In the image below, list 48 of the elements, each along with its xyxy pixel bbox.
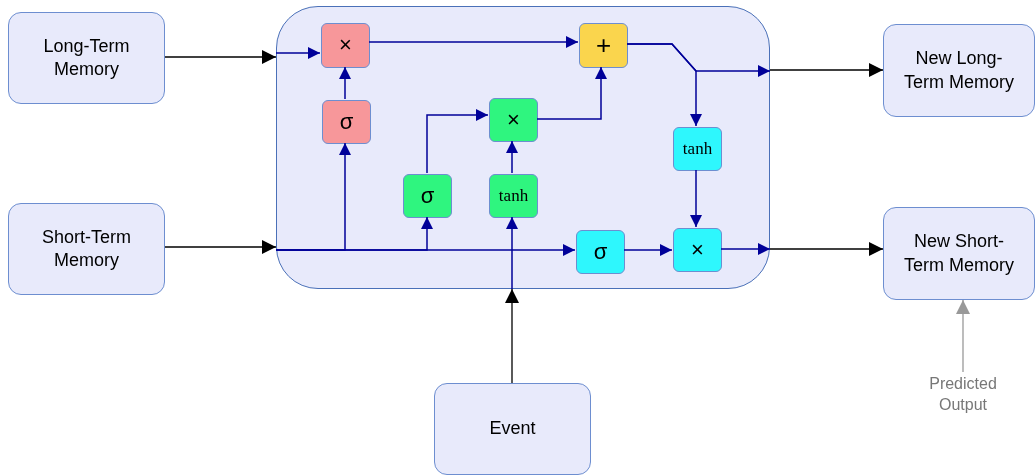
operator-symbol: × bbox=[691, 235, 704, 264]
arrow bbox=[623, 244, 673, 256]
operation-box bbox=[673, 127, 722, 171]
arrow bbox=[690, 169, 702, 228]
arrow bbox=[164, 240, 277, 254]
arrow bbox=[720, 243, 771, 255]
arrow bbox=[426, 109, 489, 174]
operator-symbol: σ bbox=[593, 237, 608, 266]
arrow bbox=[769, 63, 884, 77]
node-label: Event bbox=[489, 417, 536, 441]
operator-symbol: σ bbox=[339, 107, 354, 136]
operator-symbol: × bbox=[339, 31, 352, 60]
arrow bbox=[368, 36, 579, 48]
operation-box bbox=[579, 23, 628, 68]
operator-symbol: tanh bbox=[498, 184, 529, 207]
arrow bbox=[339, 66, 351, 100]
operator-symbol: + bbox=[595, 28, 612, 62]
arrow bbox=[505, 288, 519, 384]
cell-box bbox=[276, 6, 770, 289]
operator-symbol: × bbox=[507, 105, 520, 134]
operation-box bbox=[321, 23, 370, 68]
node-label: Long-Term Memory bbox=[42, 34, 131, 81]
arrow bbox=[536, 66, 607, 120]
operation-box bbox=[403, 174, 452, 218]
arrow bbox=[626, 43, 771, 77]
arrow bbox=[275, 47, 321, 59]
operation-box bbox=[489, 98, 538, 142]
operation-box bbox=[322, 100, 371, 144]
arrow bbox=[956, 299, 970, 373]
arrow bbox=[769, 242, 884, 256]
node-label: New Long-Term Memory bbox=[904, 47, 1014, 94]
operation-box bbox=[489, 174, 538, 218]
annotation-text: Predicted Output bbox=[928, 374, 998, 415]
process-box bbox=[434, 383, 591, 475]
operator-symbol: tanh bbox=[682, 137, 713, 160]
operation-box bbox=[576, 230, 625, 274]
node-label: Short-Term Memory bbox=[41, 225, 132, 272]
process-box bbox=[8, 12, 165, 104]
process-box bbox=[883, 24, 1035, 117]
process-box bbox=[8, 203, 165, 295]
operation-box bbox=[673, 228, 722, 272]
arrow bbox=[164, 50, 277, 64]
arrow bbox=[275, 216, 433, 251]
arrow bbox=[506, 140, 518, 174]
arrow bbox=[506, 216, 518, 290]
operator-symbol: σ bbox=[420, 181, 435, 210]
node-label: New Short-Term Memory bbox=[904, 230, 1014, 277]
process-box bbox=[883, 207, 1035, 300]
